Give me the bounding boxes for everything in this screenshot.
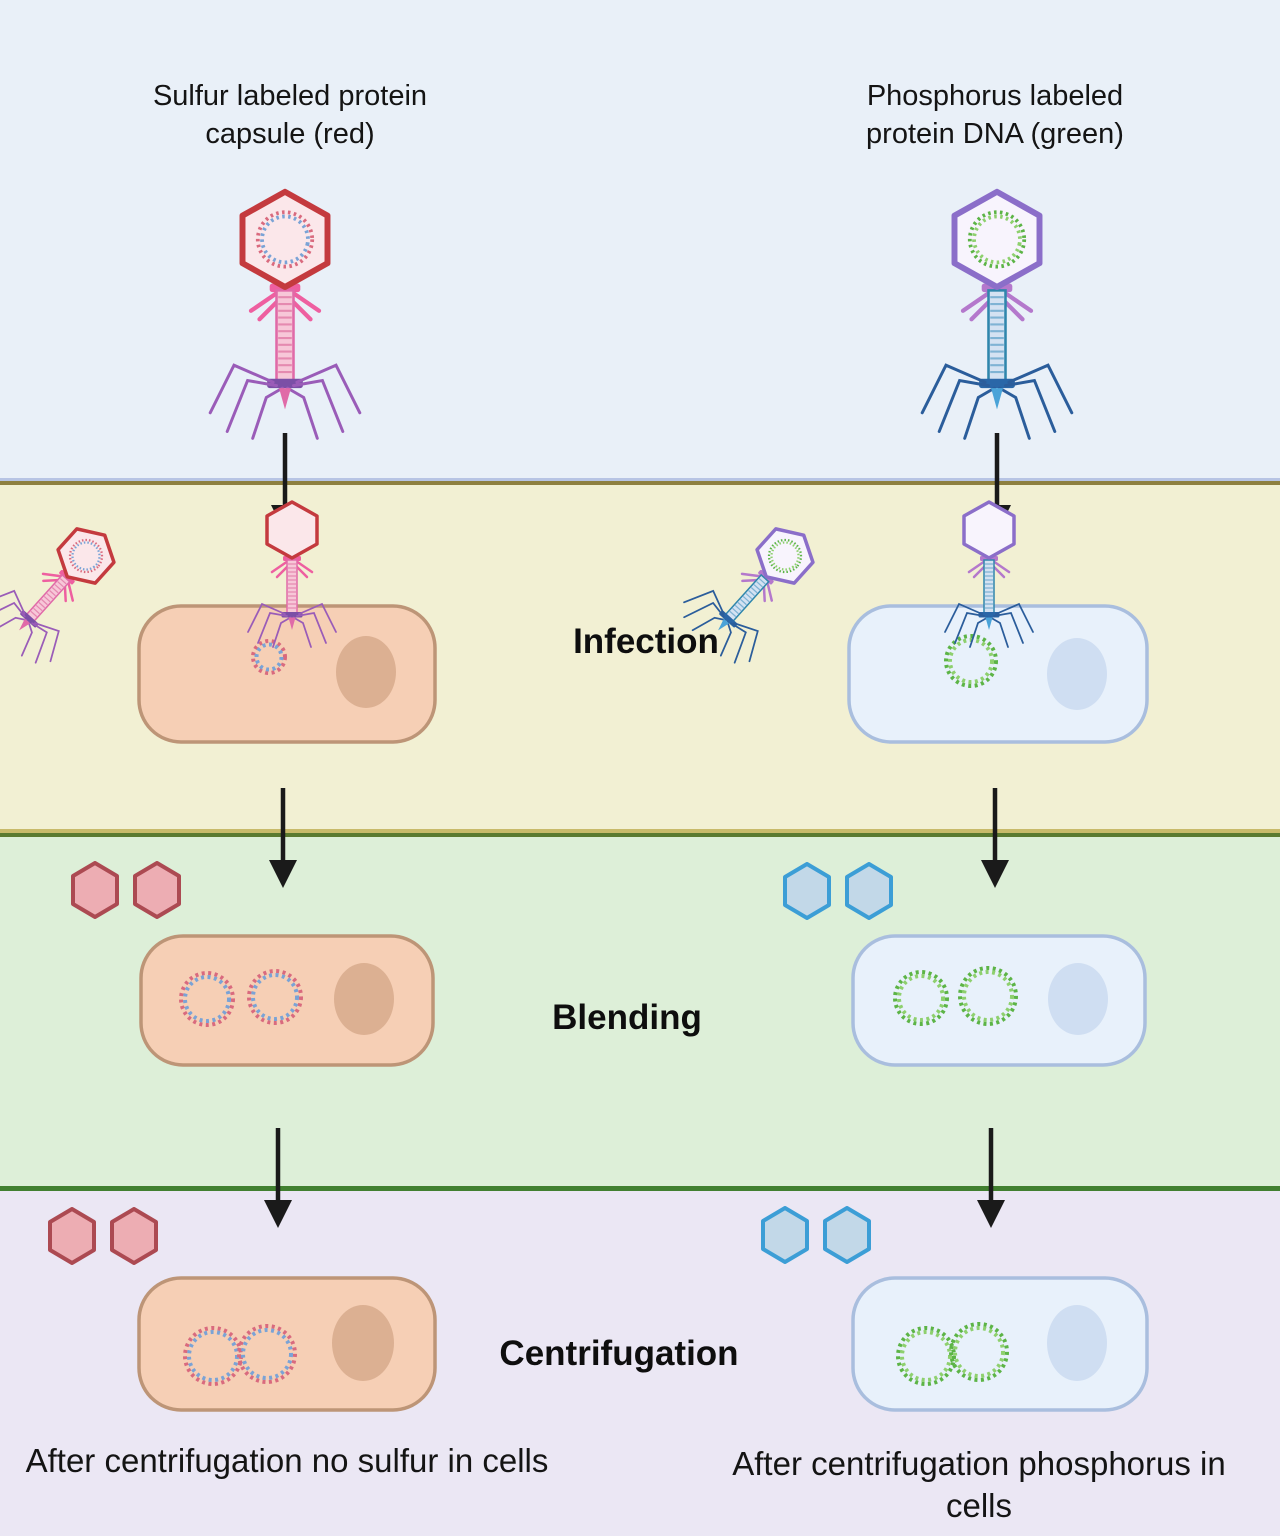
nucleoid: [1047, 1305, 1107, 1381]
empty-capsid-blue-icon: [783, 862, 831, 920]
down-arrow-icon: [269, 788, 297, 888]
bacterium-cell-blue: [847, 604, 1149, 744]
bacteriophage-red-injecting-icon: [246, 500, 338, 648]
nucleoid: [334, 963, 394, 1035]
down-arrow-icon: [264, 1128, 292, 1228]
empty-capsid-blue-icon: [761, 1206, 809, 1264]
empty-capsid-red-icon: [48, 1207, 96, 1265]
nucleoid: [332, 1305, 394, 1381]
empty-capsid-red-icon: [71, 861, 119, 919]
bacteriophage-red-icon: [200, 185, 370, 440]
phosphorus-phage-title: Phosphorus labeled protein DNA (green): [866, 80, 1124, 150]
empty-capsid-blue-icon: [845, 862, 893, 920]
divider-line: [0, 481, 1280, 485]
empty-capsid-red-icon: [133, 861, 181, 919]
bacterium-cell-red: [139, 934, 435, 1067]
stage-label-centrifugation: Centrifugation: [499, 1334, 739, 1373]
divider-line: [0, 1186, 1280, 1191]
result-caption-phosphorus: After centrifugation phosphorus in cells: [732, 1445, 1226, 1524]
empty-capsid-blue-icon: [823, 1206, 871, 1264]
sulfur-phage-title: Sulfur labeled protein capsule (red): [152, 80, 428, 150]
down-arrow-icon: [977, 1128, 1005, 1228]
bacterium-cell-red: [137, 1276, 437, 1412]
bacterium-cell-blue: [851, 934, 1147, 1067]
result-caption-sulfur: After centrifugation no sulfur in cells: [25, 1442, 549, 1479]
nucleoid: [1047, 638, 1107, 710]
stage-label-blending: Blending: [552, 998, 702, 1037]
down-arrow-icon: [981, 788, 1009, 888]
bacterium-cell-blue: [851, 1276, 1149, 1412]
divider-line: [0, 829, 1280, 833]
nucleoid: [336, 636, 396, 708]
empty-capsid-red-icon: [110, 1207, 158, 1265]
divider-line: [0, 833, 1280, 837]
bacterium-cell-red: [137, 604, 437, 744]
nucleoid: [1048, 963, 1108, 1035]
bacteriophage-purple-icon: [912, 185, 1082, 440]
bacteriophage-purple-injecting-icon: [943, 500, 1035, 648]
band-phage-intro: [0, 0, 1280, 478]
divider-line: [0, 478, 1280, 481]
